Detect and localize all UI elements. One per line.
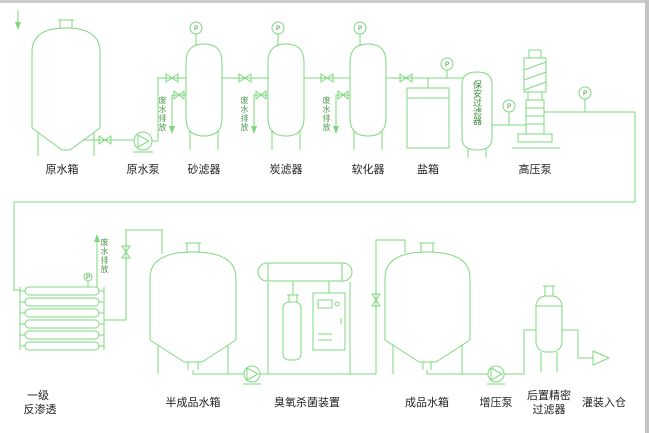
label-waste-discharge: 废水排放: [240, 96, 249, 132]
flow-arrows: [15, 22, 611, 366]
pipe-network: [13, 10, 636, 375]
pressure-gauge-label: P: [276, 25, 280, 33]
tank-vent: [186, 242, 200, 253]
label-sand-filter: 砂滤器: [187, 163, 221, 176]
post-precision-filter: [535, 285, 563, 372]
pressure-gauge-label: P: [194, 25, 198, 33]
booster-pump-symbol: [487, 365, 505, 385]
label-softener: 软化器: [351, 163, 385, 176]
pressure-gauge-label: P: [358, 25, 362, 33]
window-frame-right: [645, 0, 649, 433]
sand-filter-vessel: [185, 43, 223, 150]
ozone-sterilizer-unit: [257, 262, 353, 361]
pump-base: [517, 133, 553, 143]
waste-arrow-icon: [251, 126, 257, 134]
valves: [98, 73, 413, 307]
ro-membrane-tube: [24, 330, 100, 340]
label-waste-discharge: 废水排放: [100, 238, 109, 274]
ro-membrane-tube: [24, 308, 100, 318]
pipe-return-line: [13, 112, 636, 291]
pressure-gauge-icon: [502, 99, 516, 113]
waste-arrow-icon: [94, 234, 100, 242]
ro-membrane-tube: [24, 341, 100, 351]
motor-cap: [528, 49, 542, 59]
label-waste-discharge: 废水排放: [158, 96, 167, 132]
cabinet-display: [317, 299, 333, 309]
label-product-tank: 成品水箱: [405, 396, 449, 409]
valve-icon: [255, 89, 267, 101]
valve-icon: [121, 245, 131, 259]
pressure-gauge-icon: [353, 21, 367, 35]
high-pressure-pump-symbol: [512, 49, 560, 149]
label-carbon-filter: 炭滤器: [269, 163, 303, 176]
pump-body: [525, 99, 545, 135]
valve-icon: [320, 73, 334, 83]
label-raw-water-pump: 原水泵: [126, 163, 160, 176]
label-post-filter-line2: 过滤器: [532, 403, 566, 416]
label-ozone-sterilizer: 臭氧杀菌装置: [274, 396, 340, 409]
pressure-gauge-label: P: [507, 103, 511, 111]
label-ro-stage-line1: 一级: [27, 389, 49, 402]
semi-product-tank: [149, 242, 237, 374]
raw-water-tank: [31, 19, 101, 156]
ro-membrane-tube: [24, 297, 100, 307]
ozone-contact-cylinder: [257, 262, 353, 282]
security-filter-cylinder: [461, 71, 493, 158]
salt-tank-box: [406, 87, 450, 149]
transfer-pump-symbol: [243, 365, 261, 385]
label-filling: 灌装入仓: [582, 396, 626, 409]
raw-water-pump-symbol: [133, 131, 153, 153]
ro-membrane-rack: [19, 286, 105, 351]
tank-vent: [420, 242, 434, 253]
valve-icon: [371, 293, 381, 307]
pressure-gauge-icon: [83, 272, 93, 282]
cabinet-knob: [334, 301, 340, 307]
label-ro-stage-line2: 反渗透: [23, 403, 57, 416]
gas-cylinder: [282, 301, 302, 361]
label-raw-water-tank: 原水箱: [45, 163, 79, 176]
window-frame-top: [0, 0, 649, 3]
pressure-gauge-icon: [578, 86, 592, 100]
pressure-gauge-label: P: [86, 274, 90, 282]
coupling: [527, 91, 543, 101]
pressure-gauge-icon: [271, 21, 285, 35]
softener-vessel: [349, 43, 387, 150]
pressure-gauge-label: P: [583, 90, 587, 98]
pipes-bottom-row: [87, 229, 593, 375]
inlet-arrow-icon: [15, 22, 21, 30]
valve-icon: [238, 73, 252, 83]
filter-cap: [544, 285, 554, 297]
pressure-gauges: P P P P P P P: [83, 21, 592, 282]
valve-icon: [98, 135, 112, 145]
valve-icon: [337, 89, 349, 101]
pressure-gauge-label: P: [445, 61, 449, 69]
pressure-gauge-icon: [189, 21, 203, 35]
valve-icon: [165, 73, 179, 83]
ro-membrane-tube: [24, 319, 100, 329]
valve-icon: [173, 89, 185, 101]
product-tank: [384, 242, 471, 374]
label-post-filter-line1: 后置精密: [527, 389, 571, 402]
pressure-gauge-icon: [440, 57, 454, 71]
label-security-filter: 保安过滤器: [471, 80, 481, 125]
label-high-pressure-pump: 高压泵: [518, 163, 552, 176]
valve-icon: [399, 73, 413, 83]
waste-arrow-icon: [169, 126, 175, 134]
tank-vent: [59, 19, 73, 29]
filling-arrow-icon: [592, 350, 611, 366]
label-waste-discharge: 废水排放: [322, 96, 331, 132]
carbon-filter-vessel: [267, 43, 305, 150]
ro-membrane-tube: [24, 286, 100, 296]
waste-arrow-icon: [333, 126, 339, 134]
label-booster-pump: 增压泵: [479, 396, 513, 409]
label-semi-product-tank: 半成品水箱: [165, 396, 221, 409]
filter-body: [535, 295, 563, 353]
label-salt-tank: 盐箱: [417, 163, 439, 176]
